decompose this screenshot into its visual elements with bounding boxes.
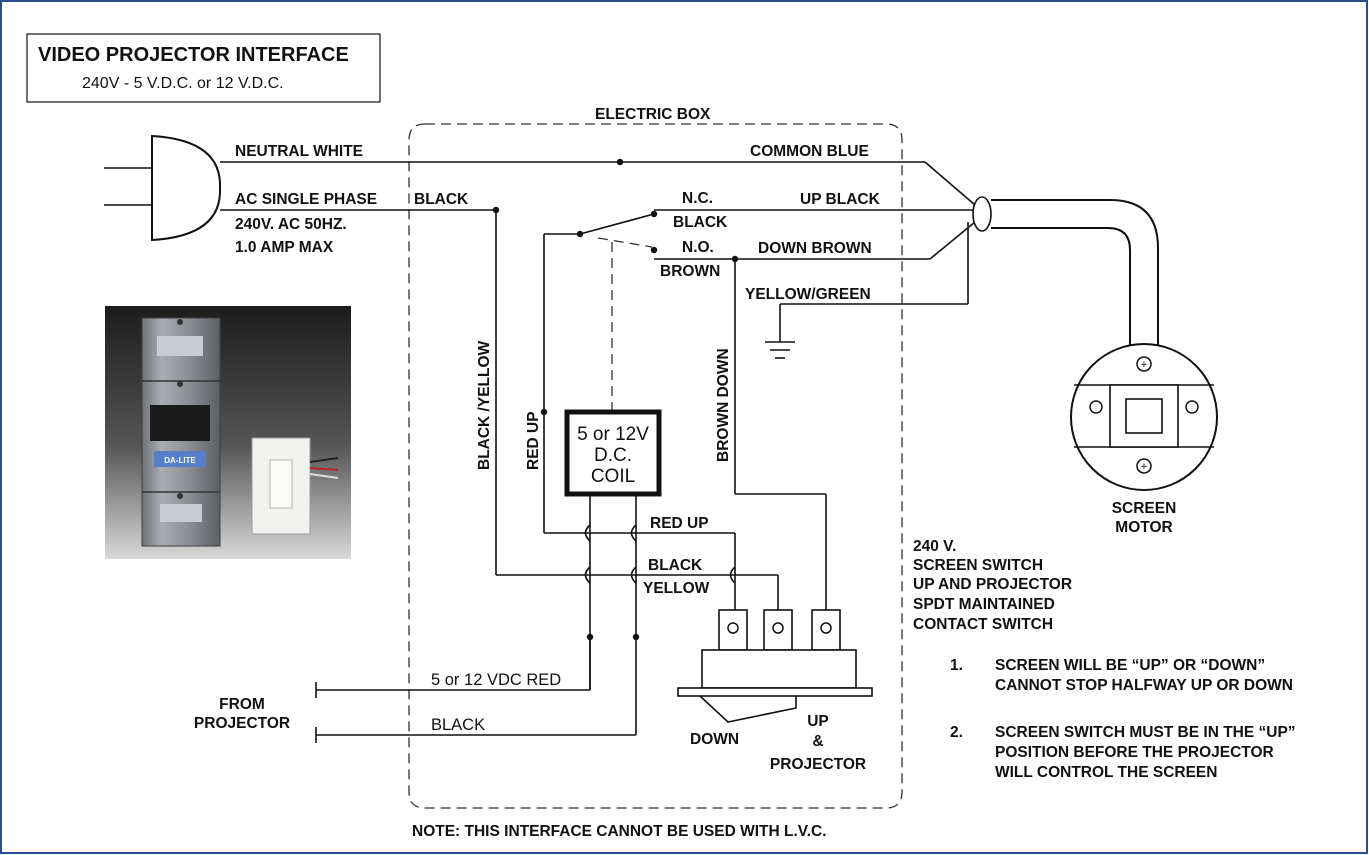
label-switch-down: DOWN — [690, 731, 739, 748]
note-1-line1: SCREEN WILL BE “UP” OR “DOWN” — [995, 657, 1265, 674]
spec-line-1: 240 V. — [913, 538, 956, 555]
diagram-subtitle: 240V - 5 V.D.C. or 12 V.D.C. — [82, 75, 284, 92]
motor-label-2: MOTOR — [1115, 519, 1172, 536]
spec-line-4: SPDT MAINTAINED — [913, 596, 1055, 613]
notes: 1. SCREEN WILL BE “UP” OR “DOWN” CANNOT … — [950, 657, 1296, 781]
label-black-input: BLACK — [431, 716, 485, 734]
label-neutral: NEUTRAL WHITE — [235, 143, 363, 160]
ac-plug — [104, 134, 222, 242]
label-nc-black: BLACK — [673, 214, 728, 231]
label-vdc-red: 5 or 12 VDC RED — [431, 671, 561, 689]
diagram-title: VIDEO PROJECTOR INTERFACE — [38, 44, 349, 66]
label-projector: PROJECTOR — [194, 715, 290, 732]
note-2-line2: POSITION BEFORE THE PROJECTOR — [995, 744, 1274, 761]
label-black: BLACK — [414, 191, 469, 208]
spec-line-3: UP AND PROJECTOR — [913, 576, 1072, 593]
footnote: NOTE: THIS INTERFACE CANNOT BE USED WITH… — [412, 823, 827, 840]
label-no-brown: BROWN — [660, 263, 720, 280]
label-yellow-green: YELLOW/GREEN — [745, 286, 871, 303]
label-down-brown: DOWN BROWN — [758, 240, 872, 257]
note-1-line2: CANNOT STOP HALFWAY UP OR DOWN — [995, 677, 1293, 694]
note-2-line1: SCREEN SWITCH MUST BE IN THE “UP” — [995, 724, 1296, 741]
label-black-horizontal: BLACK — [648, 557, 703, 574]
label-ac-rating2: 1.0 AMP MAX — [235, 239, 334, 256]
electric-box: ELECTRIC BOX — [408, 106, 903, 809]
label-yellow-horizontal: YELLOW — [643, 580, 710, 597]
photo-brand: DA-LITE — [164, 456, 196, 465]
junction-dots — [492, 158, 739, 641]
note-2-line3: WILL CONTROL THE SCREEN — [995, 764, 1217, 781]
coil-line3: COIL — [591, 466, 635, 487]
label-switch-projector: PROJECTOR — [770, 756, 866, 773]
label-brown-down: BROWN DOWN — [715, 348, 732, 462]
coil-line1: 5 or 12V — [577, 424, 649, 445]
label-switch-amp: & — [812, 733, 823, 750]
label-common: COMMON BLUE — [750, 143, 869, 160]
switch-spec: 240 V. SCREEN SWITCH UP AND PROJECTOR SP… — [913, 538, 1072, 633]
dc-coil: 5 or 12V D.C. COIL — [564, 409, 662, 497]
label-up-black: UP BLACK — [800, 191, 881, 208]
spec-line-5: CONTACT SWITCH — [913, 616, 1053, 633]
wire-labels: NEUTRAL WHITE COMMON BLUE AC SINGLE PHAS… — [194, 143, 881, 773]
label-from: FROM — [219, 696, 265, 713]
label-red-up-horizontal: RED UP — [650, 515, 709, 532]
note-2-number: 2. — [950, 724, 963, 741]
svg-text:+: + — [1141, 461, 1147, 473]
electric-box-label: ELECTRIC BOX — [595, 106, 711, 123]
screen-motor: + + SCREEN MOTOR — [1070, 343, 1218, 536]
spdt-switch — [677, 609, 873, 723]
label-ac-phase: AC SINGLE PHASE — [235, 191, 377, 208]
label-ac-rating1: 240V. AC 50HZ. — [235, 216, 347, 233]
label-red-up-vertical: RED UP — [525, 411, 542, 470]
label-no: N.O. — [682, 239, 714, 256]
product-photo: DA-LITE — [105, 306, 351, 559]
title-block: VIDEO PROJECTOR INTERFACE 240V - 5 V.D.C… — [26, 33, 381, 103]
coil-line2: D.C. — [594, 445, 632, 466]
label-black-yellow: BLACK /YELLOW — [476, 340, 493, 470]
label-switch-up: UP — [807, 713, 829, 730]
svg-text:+: + — [1141, 359, 1147, 371]
label-nc: N.C. — [682, 190, 713, 207]
spec-line-2: SCREEN SWITCH — [913, 557, 1043, 574]
note-1-number: 1. — [950, 657, 963, 674]
wiring — [220, 161, 1159, 743]
motor-label-1: SCREEN — [1112, 500, 1177, 517]
